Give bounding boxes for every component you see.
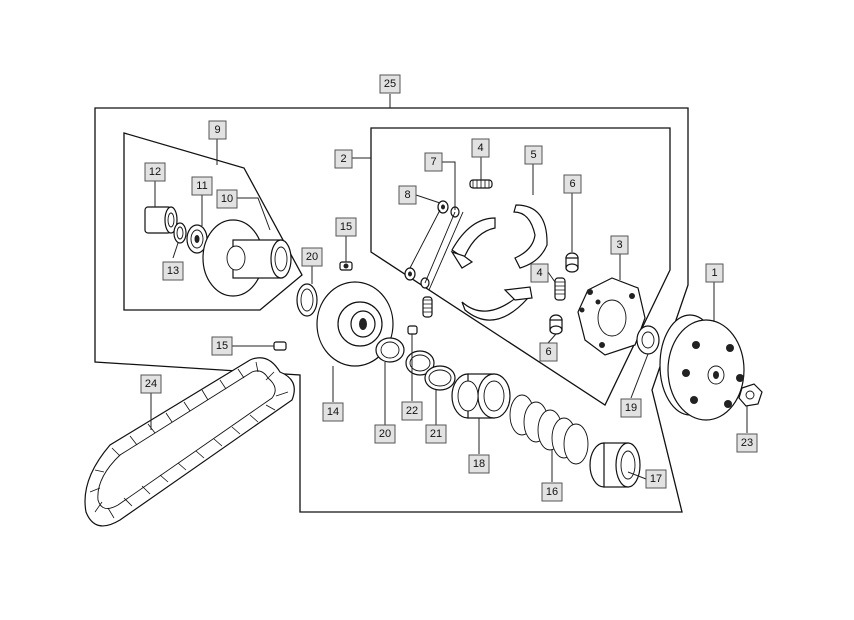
subassembly-frame-9 <box>123 132 303 311</box>
svg-text:7: 7 <box>430 156 436 168</box>
part-6-bushing-upper <box>565 252 579 273</box>
callout-2: 2 <box>334 149 353 169</box>
callout-6-lower: 6 <box>539 342 558 362</box>
part-5-clutch-shoe-c <box>461 286 533 321</box>
parts <box>84 179 763 527</box>
svg-text:1: 1 <box>711 267 717 279</box>
svg-text:5: 5 <box>530 149 536 161</box>
part-18-collar <box>451 373 511 419</box>
part-23-nut <box>738 383 763 407</box>
callout-5: 5 <box>524 145 543 165</box>
part-21b-ring <box>424 365 456 391</box>
callout-3: 3 <box>610 235 629 255</box>
svg-text:22: 22 <box>406 405 418 417</box>
callout-17: 17 <box>645 469 667 489</box>
svg-text:10: 10 <box>221 193 233 205</box>
callout-21: 21 <box>425 424 447 444</box>
part-13-circlip <box>173 222 187 244</box>
part-22-pin <box>407 325 418 335</box>
part-20-o-ring-upper <box>296 283 318 317</box>
part-12-bearing-sleeve <box>144 206 178 234</box>
callout-12: 12 <box>144 162 166 182</box>
part-3-clutch-plate <box>577 277 646 356</box>
callout-22: 22 <box>401 401 423 421</box>
svg-text:21: 21 <box>430 428 442 440</box>
part-5-clutch-shoe-a <box>450 217 496 269</box>
part-8-washer <box>404 200 449 281</box>
svg-text:14: 14 <box>327 406 339 418</box>
callout-19: 19 <box>620 398 642 418</box>
callout-25: 25 <box>379 74 401 94</box>
svg-text:12: 12 <box>149 166 161 178</box>
svg-text:4: 4 <box>477 142 483 154</box>
part-19-washer <box>636 325 660 355</box>
callout-9: 9 <box>208 120 227 140</box>
svg-text:15: 15 <box>340 221 352 233</box>
part-spring-lower-shoe <box>422 296 433 318</box>
callout-16: 16 <box>541 482 563 502</box>
svg-text:3: 3 <box>616 239 622 251</box>
svg-text:23: 23 <box>741 437 753 449</box>
callout-8: 8 <box>398 185 417 205</box>
svg-text:25: 25 <box>384 78 396 90</box>
svg-text:18: 18 <box>473 458 485 470</box>
callout-24: 24 <box>140 374 162 394</box>
svg-text:4: 4 <box>536 267 542 279</box>
svg-text:13: 13 <box>167 265 179 277</box>
part-6-bushing-lower <box>549 314 563 335</box>
svg-text:11: 11 <box>196 180 207 192</box>
part-15-pin-lower <box>273 341 287 351</box>
part-4-spring-upper <box>469 179 493 189</box>
part-7-rod <box>420 206 464 291</box>
callout-20-upper: 20 <box>301 247 323 267</box>
svg-text:20: 20 <box>306 251 318 263</box>
callout-10: 10 <box>216 189 238 209</box>
part-10-driven-pulley <box>202 219 292 297</box>
part-14-movable-face <box>316 281 394 367</box>
callout-18: 18 <box>468 454 490 474</box>
svg-text:8: 8 <box>404 189 410 201</box>
callout-14: 14 <box>322 402 344 422</box>
svg-text:2: 2 <box>340 153 346 165</box>
part-24-drive-belt <box>84 357 295 527</box>
callouts: 25 9 2 7 4 5 8 12 <box>140 74 758 502</box>
part-21-ring <box>405 350 435 376</box>
svg-text:9: 9 <box>214 124 220 136</box>
callout-15-lower: 15 <box>211 336 233 356</box>
svg-text:15: 15 <box>216 340 228 352</box>
svg-text:6: 6 <box>569 178 575 190</box>
leader-lines <box>150 94 748 482</box>
part-4-spring-lower <box>554 277 566 301</box>
svg-text:17: 17 <box>650 473 662 485</box>
part-1-clutch-bell <box>659 314 745 421</box>
callout-1: 1 <box>705 263 724 283</box>
svg-text:16: 16 <box>546 486 558 498</box>
part-17-spring-cup <box>589 442 641 488</box>
callout-23: 23 <box>736 433 758 453</box>
part-20-ring-lower <box>375 337 405 363</box>
callout-6-upper: 6 <box>563 174 582 194</box>
callout-20-lower: 20 <box>374 424 396 444</box>
callout-13: 13 <box>162 261 184 281</box>
part-5-clutch-shoe-b <box>513 204 548 269</box>
callout-7: 7 <box>424 152 443 172</box>
callout-4-upper: 4 <box>471 138 490 158</box>
part-16-spring <box>509 394 589 465</box>
svg-text:6: 6 <box>545 346 551 358</box>
svg-text:20: 20 <box>379 428 391 440</box>
part-15-pin-upper <box>339 261 353 271</box>
callout-15-upper: 15 <box>335 217 357 237</box>
callout-11: 11 <box>191 176 213 196</box>
svg-text:24: 24 <box>145 378 157 390</box>
assembly-frame-25 <box>94 107 689 513</box>
callout-4-lower: 4 <box>530 263 549 283</box>
svg-text:19: 19 <box>625 402 637 414</box>
